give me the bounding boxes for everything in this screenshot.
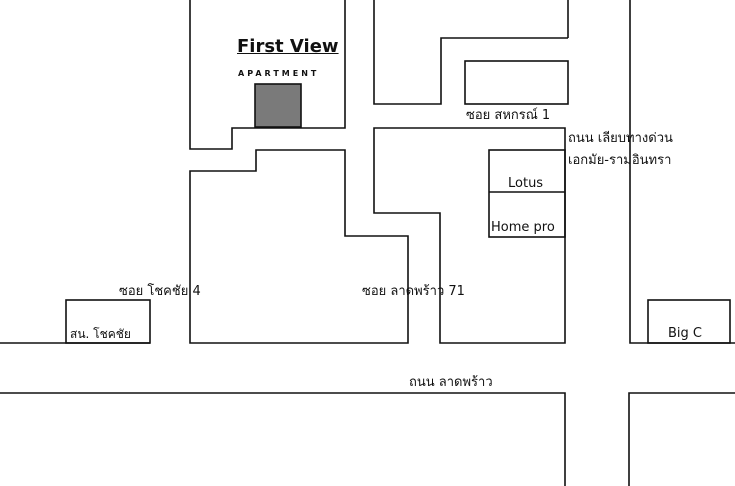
label-soi-chokchai: ซอย โชคชัย 4 <box>119 284 201 299</box>
label-big-c: Big C <box>668 326 702 341</box>
apartment-subtitle: APARTMENT <box>238 69 320 78</box>
block-top-middle <box>373 0 568 105</box>
label-soi-sahakorn: ซอย สหกรณ์ 1 <box>466 108 551 123</box>
lotus-homepro-building <box>488 149 566 238</box>
block-small-rect <box>464 60 569 105</box>
label-police-station: สน. โชคชัย <box>70 327 131 341</box>
road-lower-right <box>628 392 735 486</box>
block-first-view <box>189 0 346 150</box>
road-lower-left <box>0 392 566 486</box>
first-view-title: First View <box>237 36 339 57</box>
label-lotus: Lotus <box>508 176 544 191</box>
police-station-box <box>65 299 151 344</box>
label-ladprao-road: ถนน ลาดพร้าว <box>409 375 493 390</box>
label-home-pro: Home pro <box>491 220 555 235</box>
label-soi-ladprao: ซอย ลาดพร้าว 71 <box>362 284 465 299</box>
big-c-box <box>647 299 731 344</box>
block-center-left <box>189 149 409 344</box>
first-view-building <box>254 83 302 128</box>
label-expressway-line2: เอกมัย-รามอินทรา <box>568 153 672 168</box>
block-right-column <box>629 0 735 344</box>
label-expressway-line1: ถนน เลียบทางด่วน <box>568 131 673 146</box>
block-center-right <box>373 127 566 344</box>
